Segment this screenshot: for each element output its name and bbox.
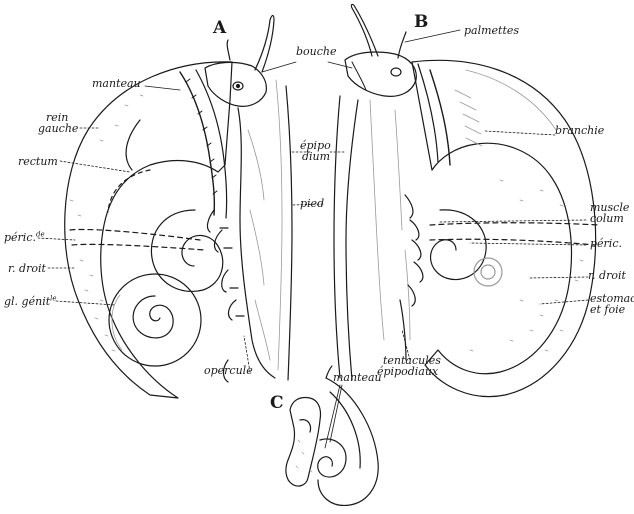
figure-a-drawing (65, 16, 292, 399)
label-peric-b: péric. (590, 238, 622, 249)
head-a (205, 62, 266, 106)
label-gl-genit-base: gl. génit (4, 295, 50, 308)
label-epipodium-2: dium (302, 151, 330, 162)
panel-label-c: C (270, 395, 284, 412)
shell-c-outline (318, 378, 378, 505)
figure-b-drawing (334, 4, 600, 396)
panel-label-a: A (213, 20, 226, 37)
panel-label-b: B (414, 14, 428, 31)
label-rectum: rectum (18, 156, 58, 167)
label-gauche: gauche (38, 123, 78, 134)
label-opercule: opercule (204, 365, 253, 376)
label-r-droit-b: r. droit (588, 270, 626, 281)
label-peric-a-sup: de (36, 230, 45, 238)
label-manteau-a: manteau (92, 78, 141, 89)
label-peric-a: péric.de (4, 232, 45, 243)
spire-a (109, 274, 201, 366)
figure-c-drawing (286, 366, 378, 505)
label-gl-genit: gl. génitle (4, 296, 57, 307)
label-et-foie: et foie (590, 304, 625, 315)
whorl-b (431, 210, 487, 280)
label-colum: colum (590, 213, 624, 224)
label-r-droit-a: r. droit (8, 263, 46, 274)
shell-b-outline (412, 60, 596, 396)
whorl-a (151, 210, 222, 291)
foot-a (238, 108, 275, 378)
label-branchie: branchie (555, 125, 604, 136)
label-epipodiaux: épipodiaux (377, 366, 438, 377)
foot-b (346, 100, 358, 380)
leader-lines (38, 30, 588, 448)
stomach-b (474, 258, 502, 286)
tentacle-a (255, 16, 274, 73)
mantle-collar-a (180, 72, 214, 215)
head-b (345, 52, 416, 96)
label-peric-a-base: péric. (4, 231, 36, 244)
label-palmettes: palmettes (464, 25, 519, 36)
label-gl-genit-sup: le (50, 294, 56, 302)
tentacle-b (351, 4, 378, 56)
mantle-collar-b (430, 70, 450, 165)
label-manteau-c: manteau (333, 372, 382, 383)
label-bouche: bouche (296, 46, 337, 57)
label-pied: pied (300, 198, 324, 209)
